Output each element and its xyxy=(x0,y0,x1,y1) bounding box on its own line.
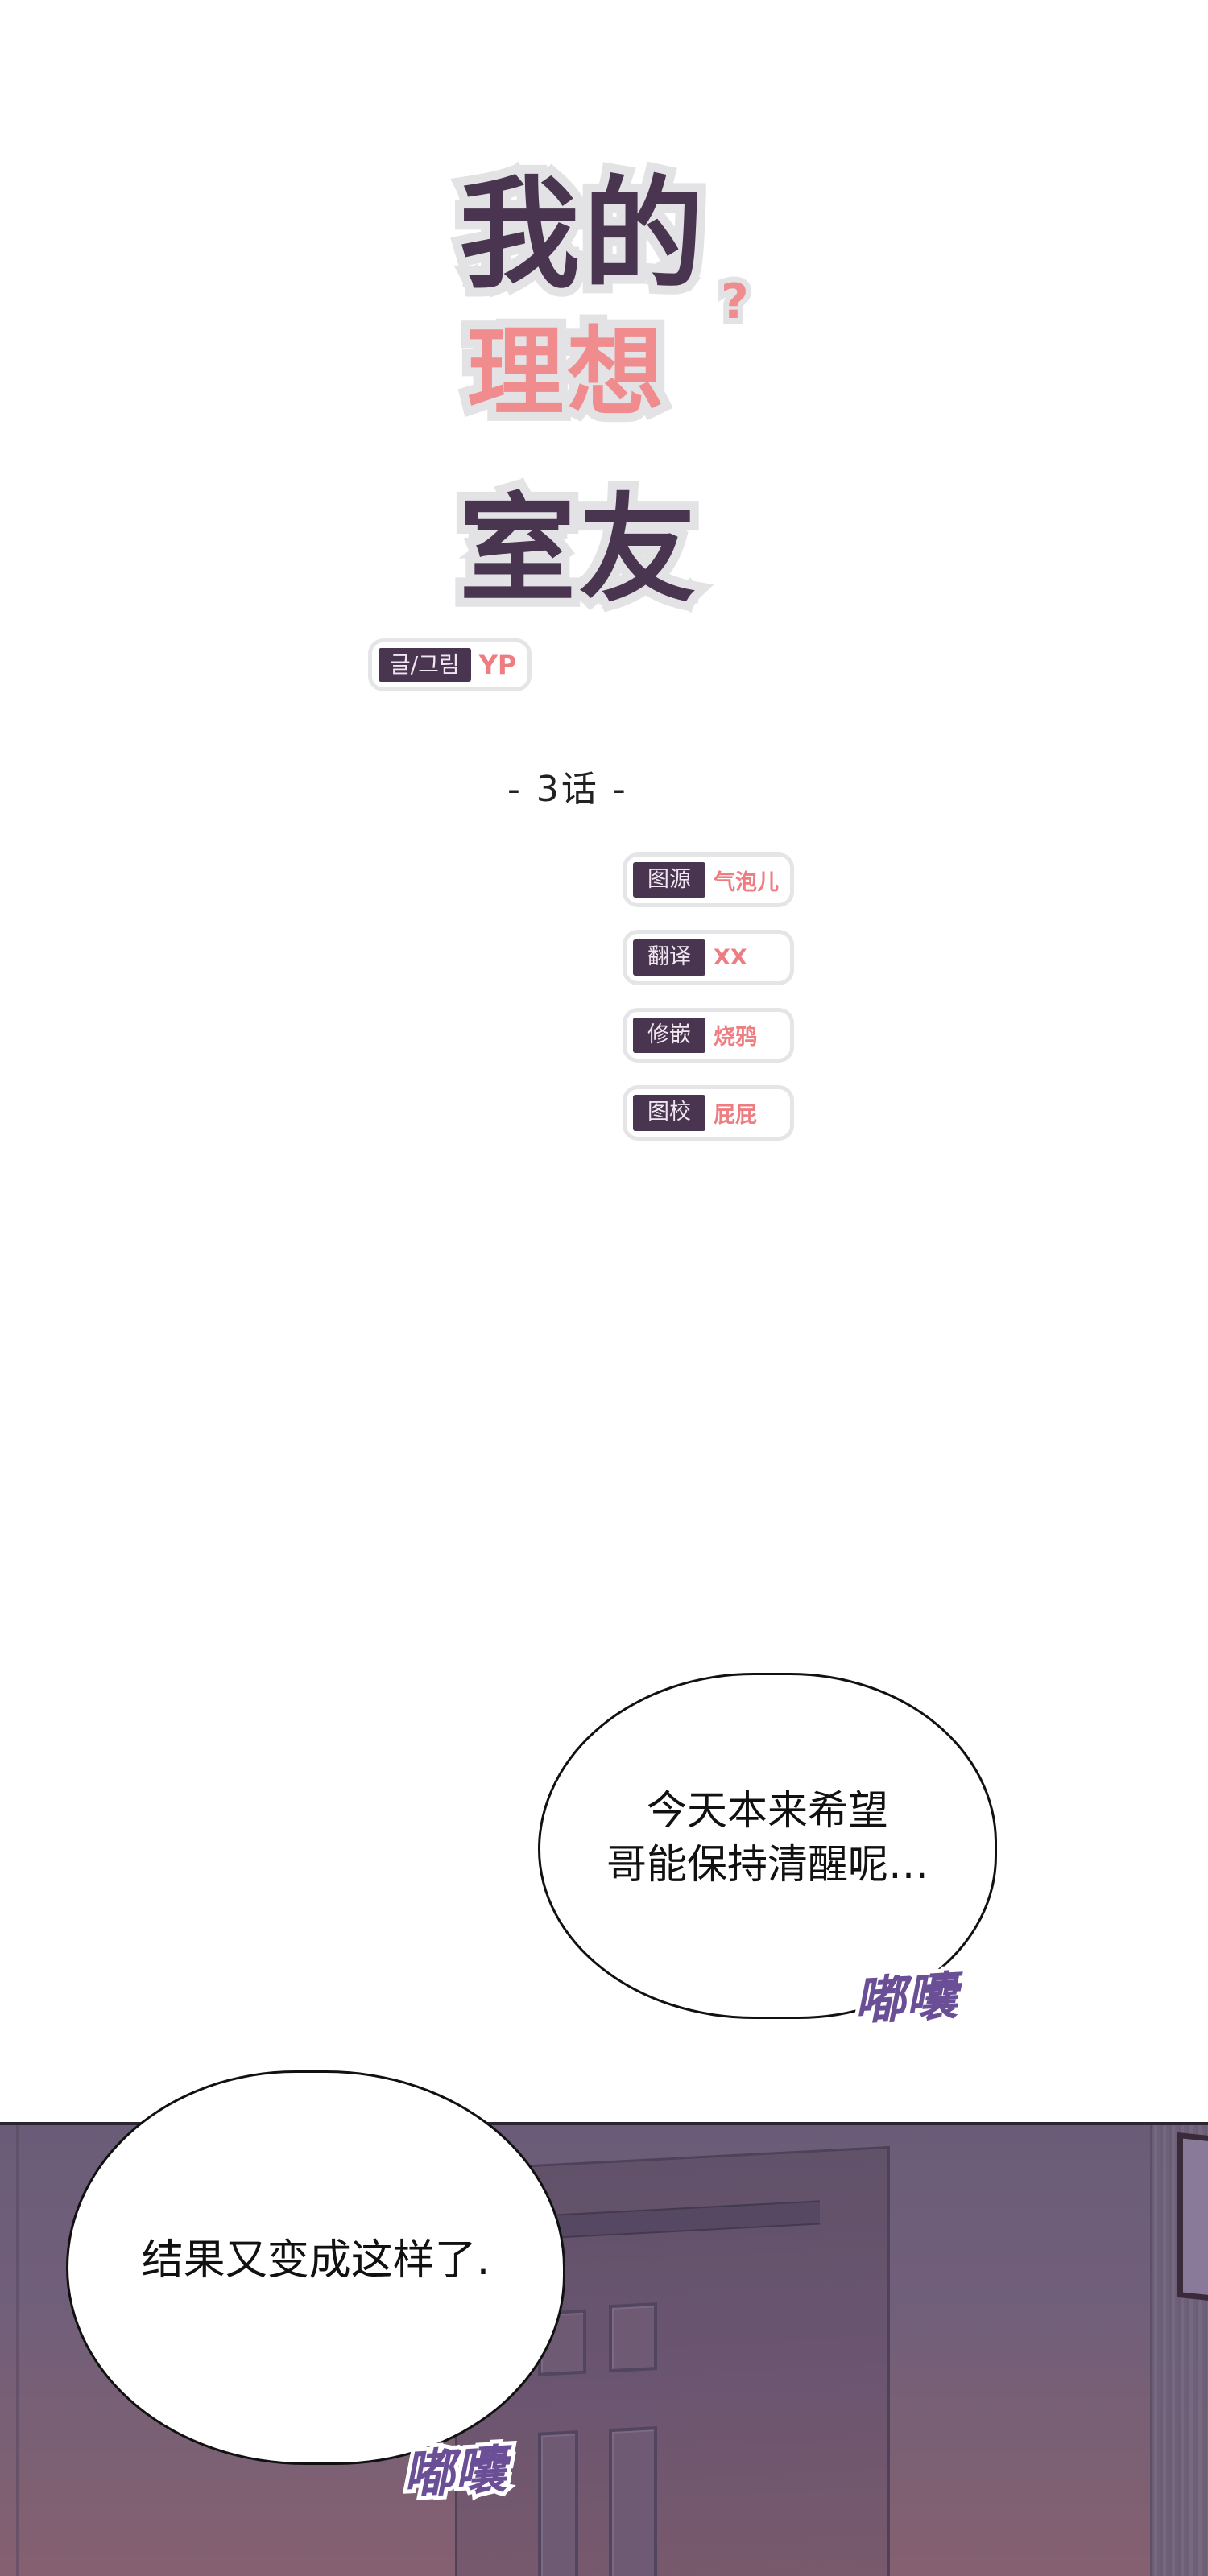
credit-source: 图源 气泡儿 xyxy=(627,857,790,904)
author-credit: 글/그림 YP xyxy=(372,642,528,687)
credit-value: 烧鸦 xyxy=(714,1025,757,1051)
speech-text: 今天本来希望 哥能保持清醒呢… xyxy=(606,1784,929,1893)
credit-typesetting: 修嵌 烧鸦 xyxy=(627,1011,790,1059)
credit-translation: 翻译 XX xyxy=(627,934,790,981)
episode-number: - 3话 - xyxy=(507,769,628,810)
translation-credits: 图源 气泡儿 翻译 XX 修嵌 烧鸦 图校 屁屁 xyxy=(627,857,790,1167)
door-panel xyxy=(538,2430,578,2576)
title-line-2: 理想 xyxy=(458,308,672,438)
author-name: YP xyxy=(478,649,517,680)
title-question-mark: ? xyxy=(715,268,755,336)
speech-bubble-1: 今天本来希望 哥能保持清醒呢… xyxy=(538,1673,997,2019)
speech-line: 哥能保持清醒呢… xyxy=(606,1841,929,1888)
credit-proofread: 图校 屁屁 xyxy=(627,1089,790,1137)
wall-edge xyxy=(16,2125,19,2576)
title-line-1: 我的 xyxy=(450,156,713,314)
title-line-3: 室友 xyxy=(450,473,705,627)
credit-label: 图校 xyxy=(633,1095,705,1131)
credit-value: 气泡儿 xyxy=(714,869,779,895)
picture-frame xyxy=(1177,2132,1208,2303)
credit-value: 屁屁 xyxy=(714,1102,757,1128)
credit-label: 修嵌 xyxy=(633,1017,705,1054)
door-panel xyxy=(609,2425,657,2576)
credit-label: 翻译 xyxy=(633,939,705,976)
sound-effect-mutter: 嘟囔 xyxy=(848,1963,962,2037)
author-label: 글/그림 xyxy=(379,648,471,682)
sound-effect-mutter: 嘟囔 xyxy=(397,2437,511,2510)
speech-text: 结果又变成这样了. xyxy=(141,2235,490,2285)
credit-label: 图源 xyxy=(633,862,705,898)
speech-line: 今天本来希望 xyxy=(647,1786,888,1834)
door-trim xyxy=(522,2200,820,2240)
door-panel xyxy=(609,2301,657,2373)
credit-value: XX xyxy=(714,945,747,971)
speech-bubble-2: 结果又变成这样了. xyxy=(66,2070,565,2465)
